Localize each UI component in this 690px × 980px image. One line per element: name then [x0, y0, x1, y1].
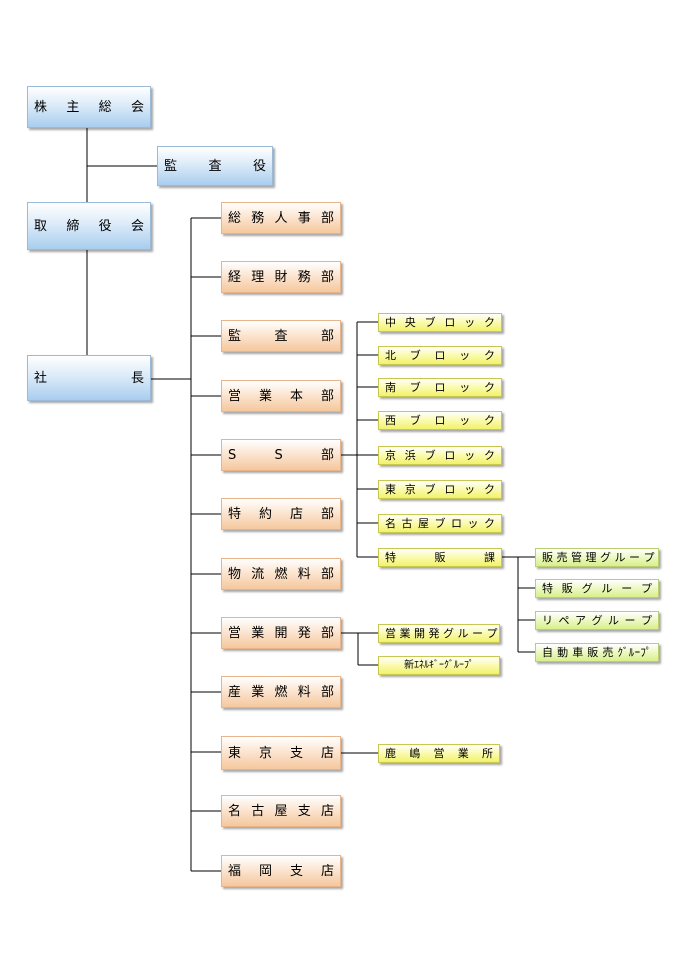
dept-industrial-fuel: 産 業 燃 料 部	[221, 676, 341, 708]
shareholders-meeting-box: 株 主 総 会	[27, 86, 151, 128]
auditor-box: 監 査 役	[157, 146, 273, 186]
group-auto-sales: 自 動 車 販 売 ｸﾞﾙｰﾌﾟ	[535, 643, 659, 662]
board-of-directors-box: 取 締 役 会	[27, 202, 151, 250]
dept-accounting-finance: 経 理 財 務 部	[221, 261, 341, 293]
dept-audit: 監 査 部	[221, 320, 341, 352]
ss-unit-nagoya-block: 名 古 屋 ブ ロ ッ ク	[378, 514, 502, 533]
dept-tokyo-branch: 東 京 支 店	[221, 736, 341, 770]
ss-unit-special-sales-section: 特 販 課	[378, 548, 502, 567]
dev-unit-new-energy-group: 新ｴﾈﾙｷﾞｰｸﾞﾙｰﾌﾟ	[378, 656, 500, 675]
ss-unit-south-block: 南 ブ ロ ッ ク	[378, 378, 502, 397]
ss-unit-north-block: 北 ブ ロ ッ ク	[378, 346, 502, 365]
dept-dealer: 特 約 店 部	[221, 498, 341, 530]
dept-sales-development: 営 業 開 発 部	[221, 617, 341, 649]
ss-unit-keihin-block: 京 浜 ブ ロ ッ ク	[378, 446, 502, 465]
dev-unit-sales-development-group: 営 業 開 発 グ ル ー プ	[378, 624, 500, 643]
dept-nagoya-branch: 名 古 屋 支 店	[221, 795, 341, 827]
dept-logistics-fuel: 物 流 燃 料 部	[221, 558, 341, 590]
group-special-sales: 特 販 グ ル ー プ	[535, 579, 659, 598]
ss-unit-west-block: 西 ブ ロ ッ ク	[378, 411, 502, 430]
dept-sales-hq: 営 業 本 部	[221, 380, 341, 412]
ss-unit-central-block: 中 央 ブ ロ ッ ク	[378, 313, 502, 332]
group-sales-management: 販 売 管 理 グ ル ー プ	[535, 548, 659, 567]
dept-ss: S S 部	[221, 439, 341, 471]
dept-fukuoka-branch: 福 岡 支 店	[221, 855, 341, 887]
president-box: 社 長	[27, 355, 151, 401]
tokyo-unit-kashima-office: 鹿 嶋 営 業 所	[378, 744, 500, 763]
group-repair: リ ペ ア グ ル ー プ	[535, 611, 659, 630]
ss-unit-tokyo-block: 東 京 ブ ロ ッ ク	[378, 480, 502, 499]
dept-general-affairs-hr: 総 務 人 事 部	[221, 202, 341, 234]
